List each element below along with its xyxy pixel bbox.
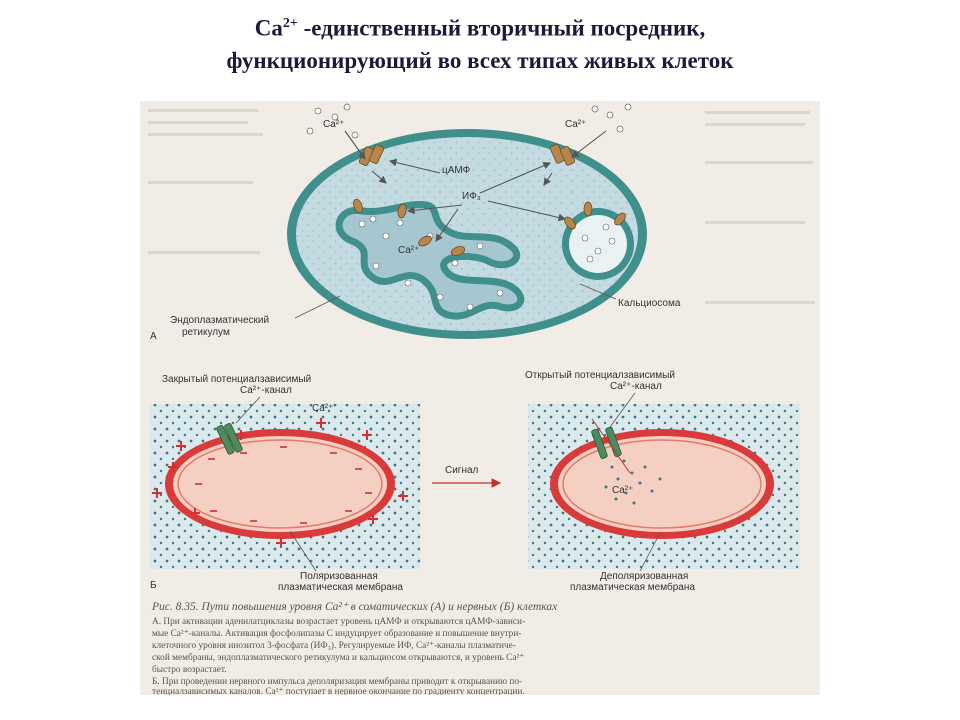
label-open-channel-line-1: Открытый потенциалзависимый (525, 370, 675, 381)
caption-line-6: быстро возрастает. (152, 664, 227, 675)
caption-title: Рис. 8.35. Пути повышения уровня Ca²⁺ в … (151, 601, 558, 613)
label-ca-right: Ca²⁺ (565, 119, 586, 130)
label-ca-in: Ca²⁺ (612, 485, 633, 496)
label-depolarized-line-2: плазматическая мембрана (570, 581, 695, 593)
panel-b: Закрытый потенциалзависимый Ca²⁺-канал О… (150, 370, 800, 593)
panel-b-letter: Б (150, 580, 157, 591)
caption-line-7: Б. При проведении нервного импульса депо… (152, 676, 522, 687)
title-line-1: Ca2+ -единственный вторичный посредник, (254, 15, 706, 41)
label-polarized-line-1: Поляризованная (300, 571, 378, 582)
ca-influx-dots (604, 459, 662, 505)
caption-line-4: клеточного уровня инозитол 3-фосфата (ИФ… (152, 640, 516, 651)
label-depolarized-line-1: Деполяризованная (600, 571, 688, 582)
slide-title: Ca2+ -единственный вторичный посредник, … (0, 8, 960, 77)
caption-line-2: А. При активации аденилатциклазы возраст… (152, 617, 525, 627)
scan-background-lines (148, 109, 815, 304)
label-ca-left: Ca²⁺ (323, 119, 344, 130)
label-closed-channel-line-2: Ca²⁺-канал (240, 385, 292, 396)
open-channel (591, 426, 622, 459)
scanned-figure: Ca²⁺ Ca²⁺ цАМФ ИФ₃ Ca²⁺ Кальциосома Эндо… (140, 101, 820, 695)
panel-a: Ca²⁺ Ca²⁺ цАМФ ИФ₃ Ca²⁺ Кальциосома Эндо… (150, 103, 681, 342)
inner-negative-charges (195, 446, 372, 524)
label-signal: Сигнал (445, 465, 479, 476)
plasma-membrane-channel-left (358, 144, 385, 167)
outer-positive-charges (152, 418, 408, 548)
polarized-cell-interior (173, 436, 387, 532)
label-er-line-2: ретикулум (182, 327, 230, 338)
panel-a-letter: А (150, 331, 157, 342)
endoplasmic-reticulum (335, 201, 525, 320)
closed-channel (216, 422, 243, 455)
label-calciosome: Кальциосома (618, 298, 681, 309)
label-closed-channel-line-1: Закрытый потенциалзависимый (162, 374, 311, 385)
caption-line-3: мые Ca²⁺-каналы. Активация фосфолипазы С… (152, 628, 521, 639)
figure-diagram: Ca²⁺ Ca²⁺ цАМФ ИФ₃ Ca²⁺ Кальциосома Эндо… (148, 103, 815, 695)
plasma-membrane-channel-right (549, 143, 576, 166)
depolarized-cell-interior (558, 436, 766, 532)
label-camp: цАМФ (442, 165, 471, 176)
label-er-line-1: Эндоплазматический (170, 315, 269, 326)
label-polarized-line-2: плазматическая мембрана (278, 581, 403, 593)
label-ip3: ИФ₃ (462, 191, 481, 202)
label-open-channel-line-2: Ca²⁺-канал (610, 381, 662, 392)
figure-caption: Рис. 8.35. Пути повышения уровня Ca²⁺ в … (151, 601, 558, 695)
caption-line-5: ской мембраны, эндоплазматического ретик… (152, 652, 524, 663)
caption-line-8: тенциалзависимых каналов. Ca²⁺ поступает… (152, 687, 525, 695)
label-ca-out: Ca²⁺ (312, 403, 333, 414)
title-line-2: функционирующий во всех типах живых клет… (226, 47, 734, 73)
label-ca-er: Ca²⁺ (398, 245, 419, 256)
extracellular-ca-dots (306, 103, 632, 139)
ca-influx-line (591, 418, 631, 474)
